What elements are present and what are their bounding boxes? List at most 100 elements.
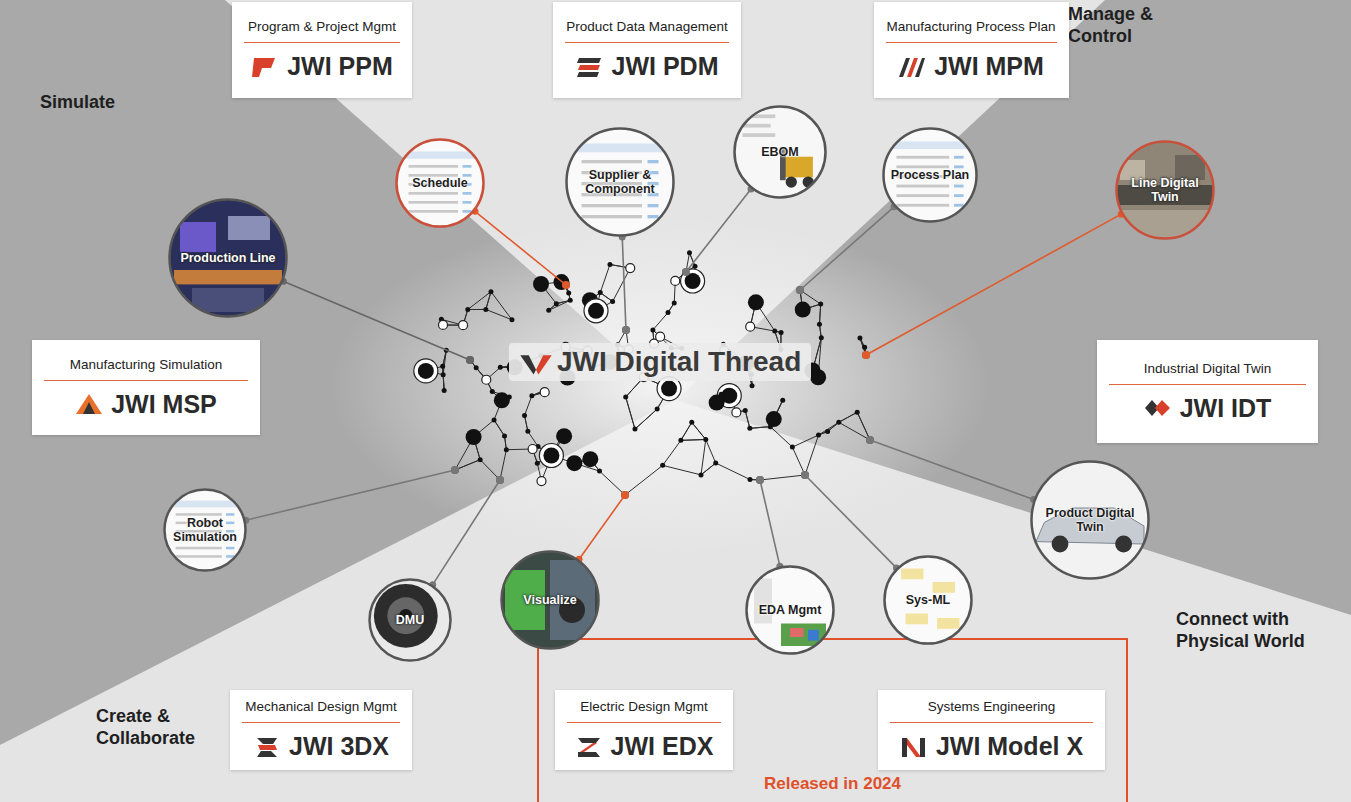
- network-dot: [703, 437, 708, 442]
- logo-shape: [536, 355, 552, 374]
- leader-dot: [866, 436, 874, 444]
- network-dot: [598, 290, 603, 295]
- orange-divider: [44, 380, 248, 381]
- circle-picture: [882, 127, 978, 223]
- feature-circle: Production Line: [168, 198, 288, 318]
- network-link: [839, 412, 857, 422]
- network-dot: [507, 395, 512, 400]
- network-dot: [474, 365, 479, 370]
- network-dot: [825, 429, 830, 434]
- network-dot: [796, 286, 804, 294]
- region-label: Create & Collaborate: [96, 706, 226, 749]
- picture-part: [648, 215, 659, 218]
- network-hub: [533, 276, 549, 292]
- picture-part: [803, 176, 814, 187]
- hub-title: JWI Digital Thread: [557, 346, 801, 378]
- logo-shape: [907, 738, 921, 757]
- picture-part: [954, 204, 964, 207]
- network-dot: [632, 427, 637, 432]
- network-link: [486, 292, 491, 310]
- network-link: [750, 427, 771, 429]
- picture-part: [883, 555, 973, 645]
- orange-divider: [890, 722, 1093, 723]
- network-hub: [556, 428, 572, 444]
- circle-border: [397, 140, 484, 227]
- network-link: [626, 397, 635, 429]
- picture-part: [180, 222, 216, 252]
- network-link: [455, 460, 480, 470]
- network-dot: [597, 469, 602, 474]
- network-dot: [743, 408, 748, 413]
- network-dot: [482, 375, 491, 384]
- feature-label: Line Digital Twin: [1123, 176, 1208, 205]
- picture-part: [1030, 460, 1150, 580]
- leader-dot: [562, 281, 570, 289]
- picture-part: [226, 555, 234, 558]
- circle-picture: [745, 565, 835, 655]
- network-dot: [483, 307, 488, 312]
- network-dot: [525, 429, 530, 434]
- logo-shape: [578, 65, 600, 70]
- picture-part: [742, 114, 775, 118]
- logo-shape: [580, 743, 597, 752]
- picture-part: [954, 185, 964, 188]
- picture-part: [387, 597, 424, 634]
- picture-part: [648, 204, 659, 207]
- product-box: Product Data ManagementJWI PDM: [553, 2, 741, 98]
- picture-part: [176, 547, 222, 550]
- network-link: [745, 410, 750, 428]
- product-box: Systems EngineeringJWI Model X: [878, 690, 1105, 770]
- network-ring: [539, 443, 563, 467]
- network-hub: [810, 369, 826, 385]
- network-dot: [466, 356, 474, 364]
- feature-circle: DMU: [368, 578, 452, 662]
- feature-circle: Schedule: [395, 138, 485, 228]
- network-dot: [801, 471, 809, 479]
- network-dot: [780, 398, 785, 403]
- network-dot: [817, 322, 822, 327]
- network-dot: [459, 321, 468, 330]
- product-logo: [900, 735, 928, 759]
- box-heading: Industrial Digital Twin: [1144, 361, 1271, 376]
- network-dot: [502, 434, 507, 439]
- feature-circle: Supplier & Component: [565, 127, 675, 237]
- orange-divider: [565, 42, 729, 43]
- box-heading: Manufacturing Simulation: [70, 357, 222, 372]
- leader-line: [475, 211, 566, 285]
- network-dot: [678, 438, 683, 443]
- circle-border: [884, 129, 977, 222]
- product-box: Electric Design MgmtJWI EDX: [555, 690, 733, 770]
- picture-part: [896, 156, 949, 159]
- box-heading: Manufacturing Process Plan: [887, 19, 1056, 34]
- picture-part: [892, 141, 969, 149]
- network-link: [760, 475, 805, 480]
- picture-part: [786, 176, 797, 187]
- circle-border: [747, 567, 834, 654]
- network-dot: [566, 290, 571, 295]
- feature-circle: Product Digital Twin: [1030, 460, 1150, 580]
- circle-border: [1032, 462, 1149, 579]
- picture-part: [808, 630, 819, 641]
- feature-circle: Sys-ML: [883, 555, 973, 645]
- network-dot: [816, 433, 821, 438]
- picture-part: [176, 513, 222, 516]
- network-link: [770, 427, 792, 447]
- picture-part: [500, 550, 600, 650]
- leader-dot: [796, 286, 804, 294]
- network-hub: [766, 411, 782, 427]
- circle-border: [165, 490, 246, 571]
- network-dot: [441, 372, 446, 377]
- network-link: [819, 304, 820, 324]
- network-dot: [621, 491, 629, 499]
- network-link: [805, 435, 819, 475]
- release-bracket: Released in 2024Electric Design MgmtJWI …: [537, 638, 1128, 802]
- picture-part: [368, 578, 452, 662]
- network-link: [819, 422, 839, 435]
- network-dot: [537, 477, 546, 486]
- feature-circle: EBOM: [733, 105, 827, 199]
- picture-part: [648, 160, 659, 163]
- picture-part: [409, 165, 459, 168]
- network-dot: [682, 268, 690, 276]
